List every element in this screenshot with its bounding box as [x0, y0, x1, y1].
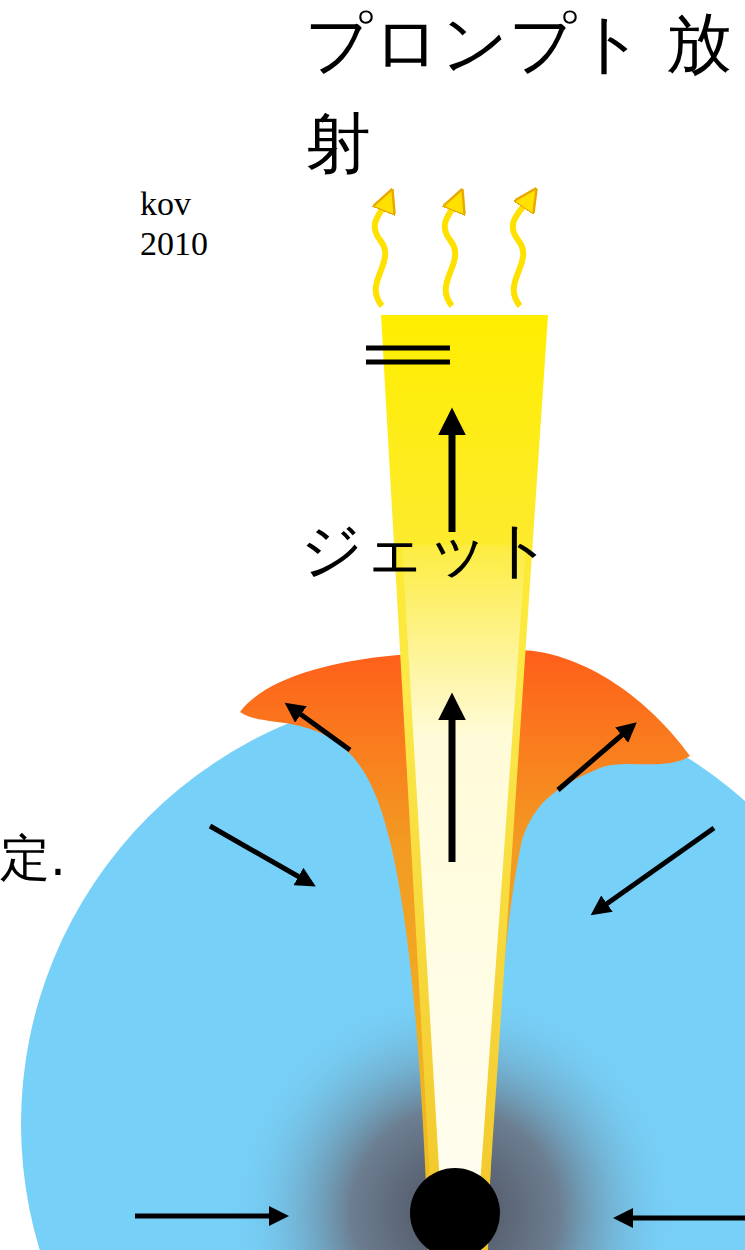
reference-fragment: kov 2010: [140, 184, 260, 264]
infall-arrow: [622, 1216, 745, 1221]
jet-arrow: [449, 420, 456, 532]
shock-line: [366, 360, 450, 365]
text-fragment: 定.: [0, 828, 90, 888]
emission-arrow: [375, 200, 388, 306]
emission-label: プロンプト 放射: [305, 0, 745, 194]
jet-label: ジェット: [300, 515, 552, 585]
emission-arrow: [513, 198, 530, 306]
cocoon-arrow: [558, 728, 630, 790]
shock-line: [366, 346, 450, 351]
emission-arrow: [445, 200, 458, 306]
cocoon-arrow: [292, 708, 350, 750]
jet-shape: [280, 315, 580, 1250]
infall-arrow: [598, 828, 714, 910]
jet-node: ジェット: [280, 315, 580, 1250]
infall-arrow: [210, 826, 308, 882]
jet-arrow: [449, 705, 456, 862]
infall-arrow: [135, 1214, 280, 1219]
